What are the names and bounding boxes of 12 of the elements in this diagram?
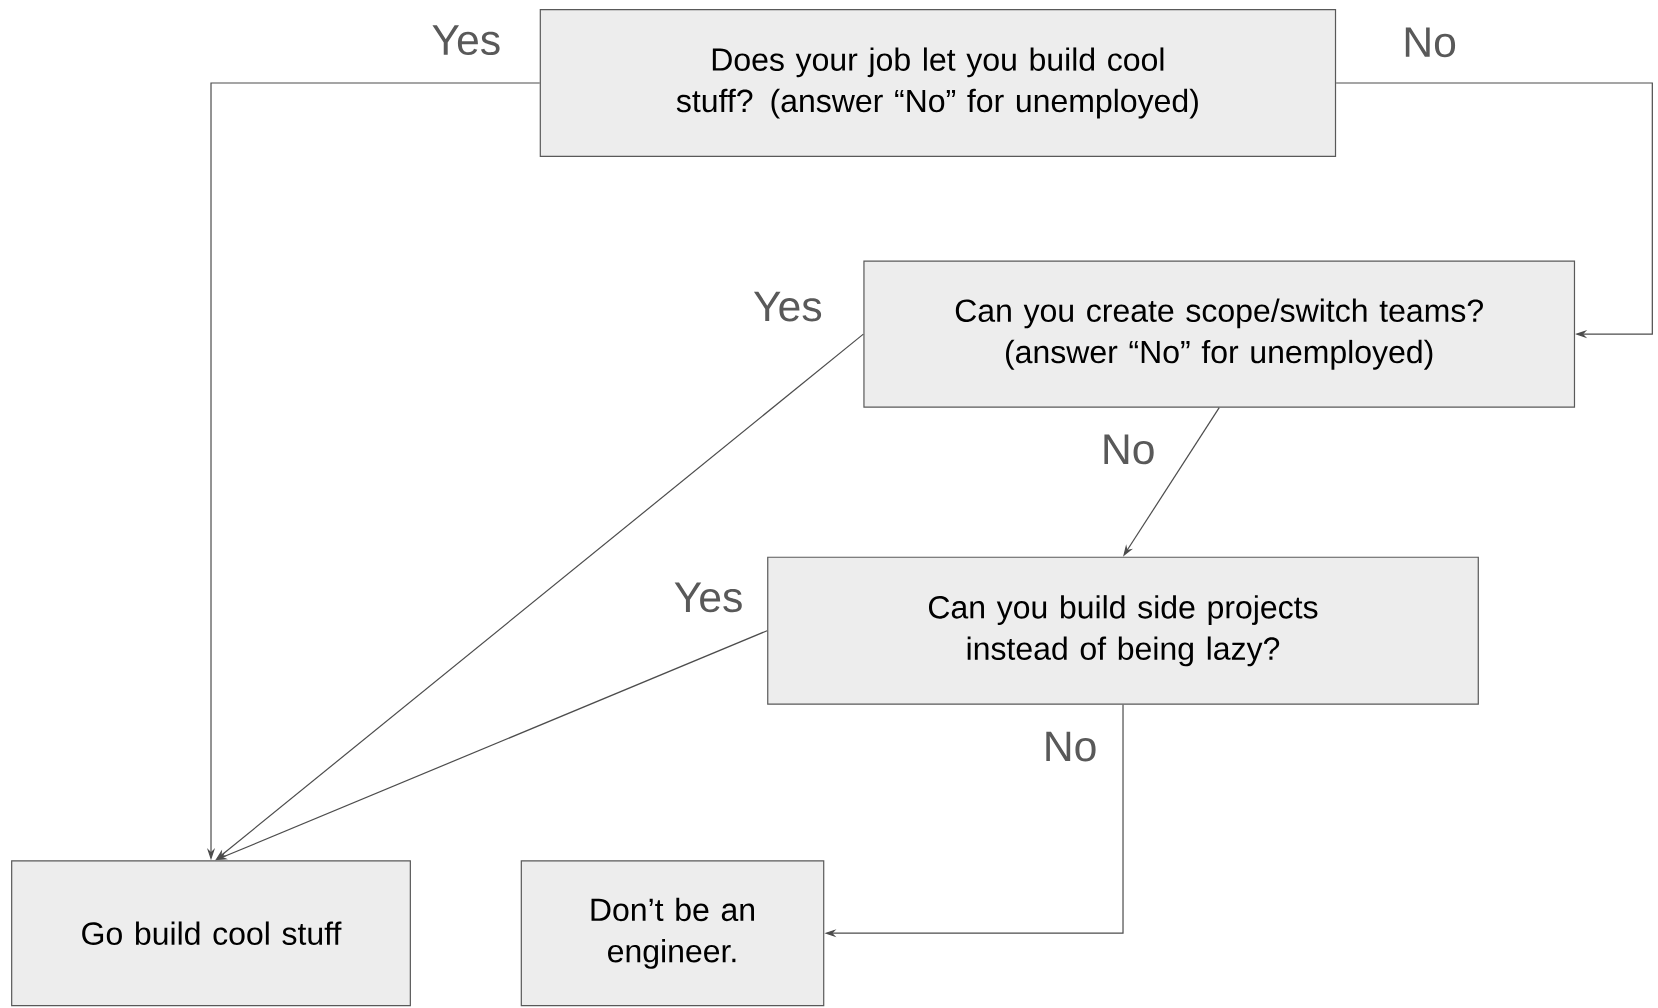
process-box: Can you create scope/switch teams? (answer “No” for unemployed) — [863, 260, 1576, 408]
process-box: Don’t be an engineer. — [520, 860, 825, 1007]
arrow — [1335, 82, 1653, 339]
process-box: Does your job let you build cool stuff? (answer “No” for unemployed) — [539, 8, 1337, 158]
process-box: Go build cool stuff — [11, 860, 411, 1007]
edge-label: No — [1104, 434, 1154, 465]
edge-label: No — [1046, 731, 1096, 762]
edge-label: Yes — [674, 582, 742, 613]
edge-label: Yes — [432, 25, 500, 56]
edge-label: Yes — [753, 291, 822, 322]
process-box: Can you build side projects instead of being lazy? — [767, 556, 1479, 705]
edge-label: No — [1405, 27, 1456, 58]
